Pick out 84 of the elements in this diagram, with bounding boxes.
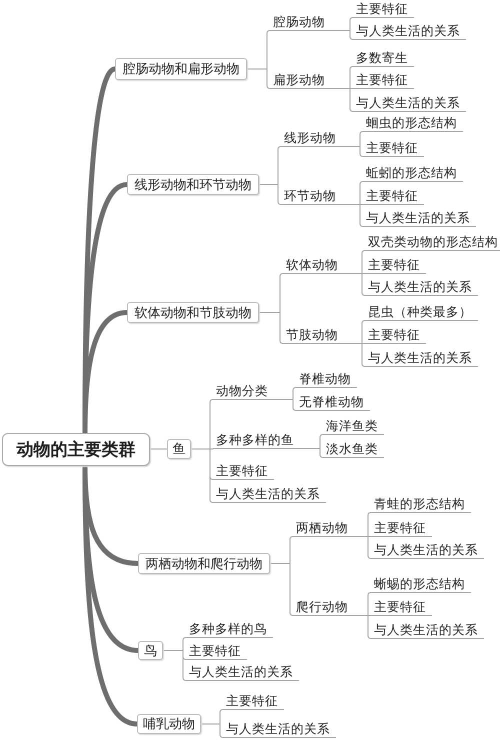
- connector-line: [246, 68, 270, 89]
- subtopic-label: 线形动物: [281, 130, 360, 147]
- connector-line: [368, 536, 372, 559]
- connector-line: [320, 434, 324, 449]
- connector-line: [150, 448, 168, 450]
- subtopic-label: 腔肠动物: [270, 14, 350, 31]
- branch-topic-box: 软体动物和节肢动物: [127, 302, 259, 323]
- subtopic-label: 双壳类动物的形态结构: [365, 234, 500, 251]
- subtopic-label: 与人类生活的关系: [365, 279, 478, 296]
- connector-line: [162, 650, 186, 681]
- subtopic-label: 主要特征: [371, 599, 432, 616]
- subtopic-label: 脊椎动物: [296, 371, 357, 388]
- connector-line: [350, 88, 354, 89]
- subtopic-label: 与人类生活的关系: [223, 721, 336, 738]
- connector-line: [360, 146, 364, 157]
- subtopic-label: 动物分类: [213, 383, 293, 400]
- subtopic-label: 与人类生活的关系: [353, 95, 466, 112]
- subtopic-label: 节肢动物: [283, 327, 362, 344]
- subtopic-label: 多数寄生: [353, 50, 414, 67]
- subtopic-label: 海洋鱼类: [323, 418, 384, 435]
- subtopic-label: 主要特征: [353, 1, 414, 18]
- connector-line: [360, 204, 364, 227]
- connector-line: [368, 615, 372, 639]
- connector-line: [350, 17, 354, 31]
- subtopic-label: 与人类生活的关系: [363, 210, 476, 227]
- subtopic-label: 主要特征: [365, 257, 426, 274]
- subtopic-label: 无脊椎动物: [296, 394, 370, 411]
- connector-line: [360, 131, 364, 147]
- connector-line: [362, 320, 366, 344]
- connector-line: [350, 66, 354, 89]
- subtopic-label: 软体动物: [283, 257, 362, 274]
- subtopic-label: 蜥蜴的形态结构: [371, 576, 471, 593]
- subtopic-label: 淡水鱼类: [323, 441, 384, 458]
- branch-topic-box: 线形动物和环节动物: [127, 174, 259, 195]
- subtopic-label: 主要特征: [363, 140, 424, 157]
- subtopic-label: 蛔虫的形态结构: [363, 115, 463, 132]
- branch-topic-box: 腔肠动物和扁形动物: [115, 58, 247, 80]
- connector-line: [362, 273, 366, 296]
- branch-topic-box: 两栖动物和爬行动物: [138, 553, 270, 574]
- subtopic-label: 昆虫（种类最多）: [365, 304, 478, 321]
- connector-line: [362, 250, 366, 274]
- connector-line: [362, 273, 366, 274]
- central-topic-box: 动物的主要类群: [2, 433, 150, 466]
- subtopic-label: 与人类生活的关系: [186, 664, 299, 681]
- subtopic-label: 主要特征: [223, 693, 284, 710]
- subtopic-label: 环节动物: [281, 188, 360, 205]
- subtopic-label: 与人类生活的关系: [213, 486, 326, 503]
- connector-line: [368, 536, 372, 537]
- subtopic-label: 主要特征: [371, 520, 432, 537]
- subtopic-label: 两栖动物: [293, 520, 368, 537]
- subtopic-label: 主要特征: [213, 463, 274, 480]
- connector-line: [360, 204, 364, 205]
- subtopic-label: 与人类生活的关系: [353, 23, 466, 40]
- connector-line: [368, 615, 372, 616]
- subtopic-label: 扁形动物: [270, 72, 350, 89]
- branch-topic-box: 哺乳动物: [137, 714, 201, 734]
- connector-line: [360, 181, 364, 205]
- subtopic-label: 主要特征: [363, 188, 424, 205]
- connector-line: [350, 88, 354, 112]
- connector-line: [362, 343, 366, 344]
- subtopic-label: 爬行动物: [293, 599, 368, 616]
- subtopic-label: 与人类生活的关系: [371, 542, 484, 559]
- branch-topic-box: 鸟: [138, 641, 163, 660]
- connector-line: [320, 448, 324, 458]
- connector-line: [362, 343, 366, 367]
- subtopic-label: 多种多样的鱼: [213, 432, 320, 449]
- connector-line: [258, 184, 282, 205]
- connector-line: [258, 312, 284, 344]
- connector-line: [292, 387, 296, 400]
- subtopic-label: 青蛙的形态结构: [371, 496, 471, 513]
- connector-line: [270, 563, 294, 616]
- connector-line: [368, 512, 372, 537]
- subtopic-label: 与人类生活的关系: [365, 350, 478, 367]
- subtopic-label: 蚯蚓的形态结构: [363, 165, 463, 182]
- subtopic-label: 主要特征: [365, 327, 426, 344]
- connector-line: [190, 448, 214, 503]
- subtopic-label: 与人类生活的关系: [371, 622, 484, 639]
- connector-line: [292, 399, 296, 411]
- subtopic-label: 多种多样的鸟: [186, 621, 273, 638]
- branch-topic-box: 鱼: [167, 439, 191, 459]
- subtopic-label: 主要特征: [353, 72, 414, 89]
- subtopic-label: 主要特征: [186, 643, 247, 660]
- connector-line: [368, 592, 372, 616]
- connector-line: [350, 30, 354, 40]
